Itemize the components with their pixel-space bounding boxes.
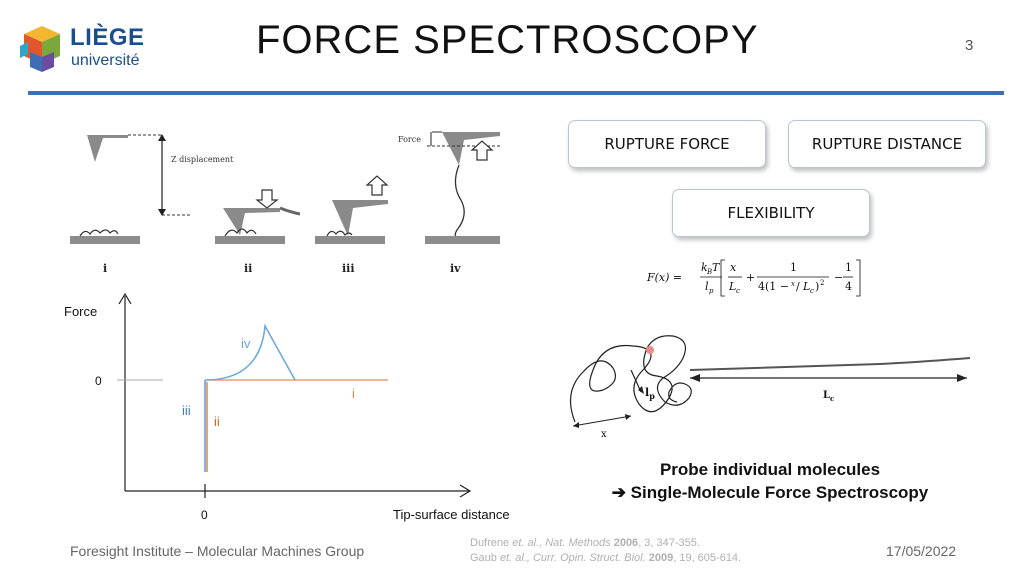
svg-text:p: p	[709, 287, 714, 295]
segment-iv-label: iv	[241, 336, 251, 351]
probe-line2: ➔ Single-Molecule Force Spectroscopy	[611, 483, 929, 502]
probe-statement: Probe individual molecules ➔ Single-Mole…	[570, 460, 970, 503]
svg-text:): )	[815, 280, 819, 293]
step-label-i: i	[103, 262, 107, 275]
footer-left: Foresight Institute – Molecular Machines…	[70, 543, 365, 559]
z-displacement-label: Z displacement	[171, 155, 234, 164]
y-axis-label: Force	[64, 304, 97, 319]
force-distance-curve: Force 0 0 Tip-surface distance iv i iii …	[64, 292, 510, 522]
segment-i-label: i	[352, 386, 355, 401]
step-iv	[425, 131, 500, 244]
logo-line2: université	[71, 52, 140, 69]
segment-iv-line	[204, 323, 296, 381]
rupture-force-box: RUPTURE FORCE	[568, 120, 766, 168]
svg-text:1: 1	[790, 261, 797, 274]
zero-force-label: 0	[95, 374, 102, 388]
svg-text:l: l	[705, 280, 709, 293]
segment-iii-label: iii	[182, 403, 191, 418]
end-to-end-label: x	[601, 429, 607, 440]
svg-text:x: x	[791, 280, 795, 288]
footer-date: 17/05/2022	[886, 543, 957, 559]
segment-highlight	[646, 346, 654, 354]
svg-text:4(1 −: 4(1 −	[758, 280, 789, 293]
references: Dufrene et. al., Nat. Methods 2006, 3, 3…	[470, 536, 741, 566]
svg-text:4: 4	[845, 280, 852, 293]
flexibility-box: FLEXIBILITY	[672, 189, 870, 237]
svg-text:/: /	[796, 280, 800, 293]
title-divider	[28, 91, 1004, 95]
afm-steps-diagram: Z displacement Force i ii iii iv	[70, 131, 500, 275]
page-number: 3	[965, 37, 974, 54]
svg-text:c: c	[736, 287, 740, 295]
svg-text:−: −	[834, 271, 843, 284]
segment-ii-label: ii	[214, 414, 220, 429]
slide-title: FORCE SPECTROSCOPY	[256, 18, 759, 62]
svg-text:c: c	[810, 287, 814, 295]
extended-chain	[689, 357, 971, 371]
logo-cube-icon	[20, 26, 60, 72]
random-coil	[569, 335, 692, 423]
svg-text:+: +	[746, 271, 755, 284]
zero-distance-label: 0	[201, 508, 208, 522]
x-axis-arrow	[459, 484, 472, 498]
university-logo: LIÈGE université	[18, 24, 158, 78]
svg-text:2: 2	[820, 279, 824, 287]
end-to-end-arrow	[572, 415, 632, 427]
svg-text:L: L	[802, 280, 810, 293]
step-ii	[215, 189, 301, 244]
step-label-ii: ii	[244, 262, 252, 275]
reference-2: Gaub et. al., Curr. Opin. Struct. Biol. …	[470, 552, 742, 564]
logo-line1: LIÈGE	[70, 24, 145, 51]
y-axis-arrow	[118, 292, 132, 305]
force-small-label: Force	[398, 135, 421, 144]
svg-text:k: k	[701, 261, 708, 274]
step-i	[70, 134, 190, 244]
rupture-distance-box: RUPTURE DISTANCE	[788, 120, 986, 168]
persistence-length-label: lp	[645, 386, 655, 401]
svg-text:1: 1	[845, 261, 852, 274]
step-label-iii: iii	[342, 262, 355, 275]
step-iii	[315, 175, 389, 244]
svg-text:L: L	[728, 280, 736, 293]
probe-line1: Probe individual molecules	[659, 460, 881, 479]
svg-text:B: B	[706, 268, 712, 276]
reference-1: Dufrene et. al., Nat. Methods 2006, 3, 3…	[470, 537, 700, 549]
step-label-iv: iv	[450, 262, 461, 275]
x-axis-label: Tip-surface distance	[393, 507, 510, 522]
svg-text:x: x	[730, 261, 737, 274]
svg-text:T: T	[712, 261, 721, 274]
polymer-chain-diagram: lp x Lc	[569, 335, 971, 440]
contour-length-label: Lc	[823, 390, 834, 403]
svg-text:F(x) =: F(x) =	[646, 271, 682, 284]
